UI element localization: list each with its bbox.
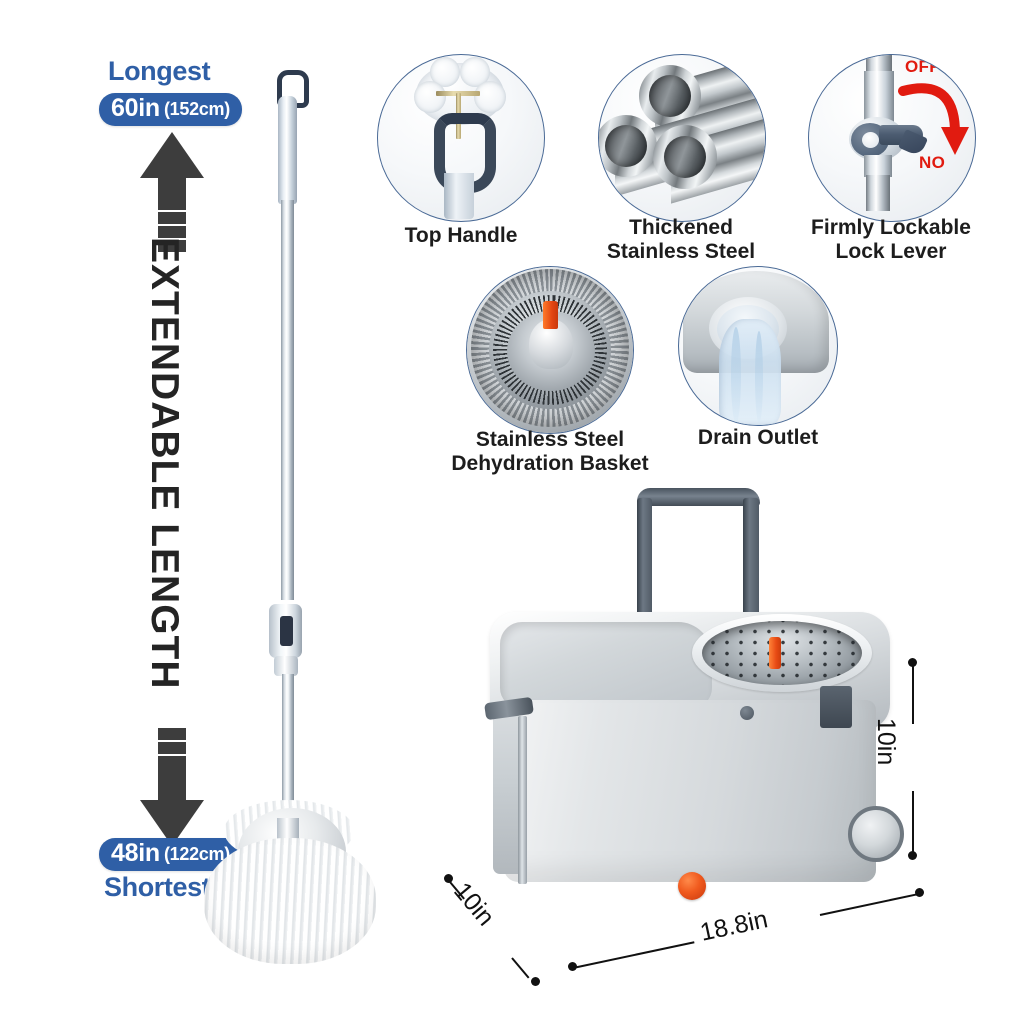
bucket-wheel xyxy=(848,806,904,862)
longest-caption: Longest xyxy=(108,56,211,86)
lock-pivot-center xyxy=(862,132,879,148)
mop-lock-tab xyxy=(280,616,293,646)
bucket-body xyxy=(504,700,876,882)
mop-upper-pole xyxy=(281,200,294,600)
feature-circle-lock-lever: OFF NO xyxy=(808,54,976,222)
lock-lower-sleeve xyxy=(864,155,892,177)
dim-line-height-bottom xyxy=(912,791,914,853)
spinner-orange-coupler xyxy=(769,637,781,669)
bucket-rinse-tray xyxy=(500,622,712,708)
feature-label-lock-lever: Firmly Lockable Lock Lever xyxy=(811,216,971,263)
arrow-up-shaft xyxy=(158,178,186,210)
bucket-drain-plug xyxy=(678,872,706,900)
feature-label-dehydration-basket: Stainless Steel Dehydration Basket xyxy=(451,428,649,475)
steel-tube-right xyxy=(653,125,717,189)
arrow-up-segment xyxy=(158,238,186,254)
suction-hook-petal xyxy=(474,81,506,113)
steel-tube-bore xyxy=(649,75,691,117)
dim-line-height-top xyxy=(912,664,914,724)
lock-upper-steel-tube xyxy=(866,55,892,73)
feature-circle-dehydration-basket xyxy=(466,266,634,434)
curved-rotation-arrow-icon xyxy=(898,83,969,155)
dim-dot-width-right xyxy=(915,888,924,897)
longest-badge-metric: (152cm) xyxy=(163,99,230,119)
arrow-up-icon xyxy=(140,132,204,178)
lock-no-label: NO xyxy=(919,153,946,172)
basket-orange-coupler xyxy=(543,301,558,329)
shortest-badge-metric: (122cm) xyxy=(163,844,230,864)
water-highlight xyxy=(731,327,741,423)
lock-lower-steel-tube xyxy=(866,175,890,211)
dim-dot-height-top xyxy=(908,658,917,667)
suction-hook-petal xyxy=(414,81,446,113)
dim-dot-depth-top xyxy=(444,874,453,883)
mop-grip xyxy=(278,96,297,204)
longest-badge: 60in (152cm) xyxy=(99,93,242,126)
longest-badge-value: 60in xyxy=(111,94,160,122)
dim-dot-width-left xyxy=(568,962,577,971)
dim-label-height: 10in xyxy=(872,718,900,766)
dim-dot-depth-bottom xyxy=(531,977,540,986)
dim-line-depth-bottom xyxy=(511,957,530,979)
bucket-mop-clip xyxy=(820,686,852,728)
steel-tube-bore xyxy=(605,125,647,167)
mop-collar-sleeve xyxy=(274,656,298,676)
bucket-spinner-basket xyxy=(702,621,862,685)
water-highlight xyxy=(755,331,763,423)
dim-dot-height-bottom xyxy=(908,851,917,860)
feature-label-thickened-steel: Thickened Stainless Steel xyxy=(606,216,756,263)
lock-off-label: OFF xyxy=(905,57,940,76)
shortest-caption: Shortest xyxy=(104,872,211,902)
bucket-lid-knob xyxy=(740,706,754,720)
mop-lower-pole xyxy=(282,674,294,820)
dim-label-width: 18.8in xyxy=(697,905,771,947)
feature-label-drain-outlet: Drain Outlet xyxy=(697,426,819,449)
shortest-badge-value: 48in xyxy=(111,839,160,867)
water-stream xyxy=(719,319,781,425)
arrow-down-shaft xyxy=(158,768,186,800)
feature-circle-top-handle xyxy=(377,54,545,222)
dim-label-depth: 10in xyxy=(448,877,500,932)
mop-handle-stem xyxy=(444,173,474,219)
spinner-perforations xyxy=(702,621,862,685)
steel-tube-bore xyxy=(664,136,706,178)
feature-circle-thickened-steel xyxy=(598,54,766,222)
extendable-length-title: EXTENDABLE LENGTH xyxy=(143,237,186,690)
feature-circle-drain-outlet xyxy=(678,266,838,426)
dim-line-width-left xyxy=(572,941,695,969)
steel-tube-left xyxy=(599,115,657,177)
bucket-left-side-panel xyxy=(493,706,519,874)
mop-microfiber-head xyxy=(204,838,376,964)
bucket-handle-top xyxy=(637,488,760,506)
dim-line-width-right xyxy=(819,893,919,916)
feature-label-top-handle: Top Handle xyxy=(404,224,518,247)
bucket-side-rod xyxy=(518,716,527,884)
